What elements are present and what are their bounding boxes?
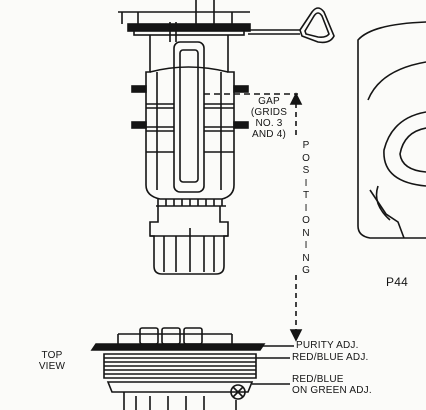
top-view-label: TOP VIEW <box>30 350 74 372</box>
rear-view-partial <box>357 21 426 239</box>
positioning-letter: O <box>302 215 310 226</box>
positioning-dimension <box>289 92 303 342</box>
red-blue-green-line-1: RED/BLUE <box>292 374 344 385</box>
positioning-letter: I <box>304 177 308 189</box>
red-blue-adj-label: RED/BLUE ADJ. <box>292 352 369 363</box>
top-bracket <box>118 0 251 42</box>
gap-label: GAP (GRIDS NO. 3 AND 4) <box>240 96 298 140</box>
adjust-screw-icon <box>230 384 246 400</box>
positioning-letter: G <box>302 265 310 276</box>
positioning-letter: I <box>304 202 308 214</box>
gap-label-line-3: NO. 3 <box>255 118 283 129</box>
positioning-letter: T <box>302 190 310 201</box>
positioning-letter: N <box>302 227 310 239</box>
positioning-letter: P <box>302 140 310 151</box>
partial-title: P44 <box>386 275 408 289</box>
top-view-line-1: TOP <box>41 350 63 361</box>
label-leaders <box>252 345 294 385</box>
gun-base-socket <box>149 199 229 275</box>
gap-label-line-1: GAP <box>258 96 280 107</box>
positioning-letter: I <box>304 240 308 251</box>
positioning-letter: N <box>302 252 310 264</box>
gap-label-line-2: (GRIDS <box>250 107 288 118</box>
top-view-line-2: VIEW <box>38 361 66 372</box>
gap-label-line-4: AND 4) <box>252 129 286 140</box>
electron-gun <box>131 35 249 200</box>
purity-adj-label: PURITY ADJ. <box>296 340 359 351</box>
red-blue-green-line-2: ON GREEN ADJ. <box>292 385 372 396</box>
positioning-letter: S <box>302 165 310 176</box>
convergence-magnet-assembly <box>90 327 266 410</box>
key-handle <box>248 7 335 44</box>
positioning-letter: O <box>302 152 310 164</box>
red-blue-green-label: RED/BLUE ON GREEN ADJ. <box>292 374 372 396</box>
